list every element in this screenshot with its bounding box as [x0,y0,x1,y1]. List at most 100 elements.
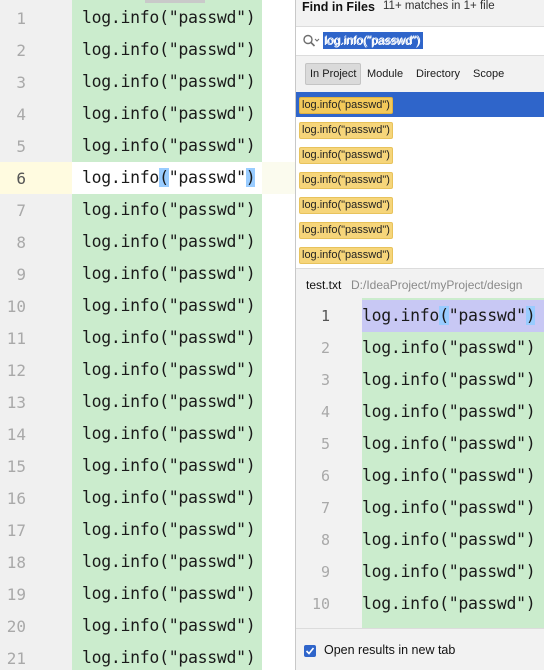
code-text[interactable]: log.info("passwd") [82,456,256,475]
result-row[interactable]: log.info("passwd") [296,217,544,242]
line-number: 3 [320,371,330,389]
find-header[interactable]: Find in Files 11+ matches in 1+ file [296,0,544,26]
result-match-text: log.info("passwd") [299,147,393,164]
code-text[interactable]: log.info("passwd") [362,530,536,549]
search-input[interactable] [323,33,541,49]
code-text[interactable]: log.info("passwd") [82,232,256,251]
code-text[interactable]: log.info("passwd") [82,328,256,347]
open-in-new-tab-checkbox[interactable] [304,645,316,657]
result-match-text: log.info("passwd") [299,122,393,139]
line-number: 5 [16,137,26,156]
preview-line[interactable]: 3 log.info("passwd") [296,364,544,396]
code-text[interactable]: log.info("passwd") [82,104,256,123]
code-text[interactable]: log.info("passwd") [82,136,256,155]
open-in-new-tab-label[interactable]: Open results in new tab [324,643,456,657]
code-text[interactable]: log.info("passwd") [82,584,256,603]
code-text[interactable]: log.info("passwd") [82,488,256,507]
line-number: 16 [6,489,26,508]
code-text[interactable]: log.info("passwd") [82,648,256,667]
code-text[interactable]: log.info("passwd") [362,306,536,325]
code-text[interactable]: log.info("passwd") [82,360,256,379]
line-number: 5 [320,435,330,453]
code-text[interactable]: log.info("passwd") [362,402,536,421]
code-text[interactable]: log.info("passwd") [82,8,256,27]
line-number: 9 [16,265,26,284]
preview-line[interactable]: 2 log.info("passwd") [296,332,544,364]
code-text[interactable]: log.info("passwd") [362,498,536,517]
result-row[interactable]: log.info("passwd") [296,142,544,167]
result-row[interactable]: log.info("passwd") [296,242,544,267]
result-row[interactable]: log.info("passwd") [296,92,544,117]
code-text[interactable]: log.info("passwd") [82,296,256,315]
code-text[interactable]: log.info("passwd") [82,168,256,187]
line-number: 15 [6,457,26,476]
code-text[interactable]: log.info("passwd") [362,626,536,628]
scope-tab[interactable]: Directory [416,68,461,80]
code-text[interactable]: log.info("passwd") [82,200,256,219]
code-text[interactable]: log.info("passwd") [82,72,256,91]
code-text[interactable]: log.info("passwd") [82,392,256,411]
preview-line[interactable]: 4 log.info("passwd") [296,396,544,428]
code-text[interactable]: log.info("passwd") [82,520,256,539]
code-text[interactable]: log.info("passwd") [82,616,256,635]
preview-line[interactable]: 5 log.info("passwd") [296,428,544,460]
preview-code-highlight [362,298,544,628]
result-row[interactable]: log.info("passwd") [296,192,544,217]
editor-line[interactable]: 4 log.info("passwd") [0,98,295,130]
line-number: 17 [6,521,26,540]
editor-line[interactable]: 5 log.info("passwd") [0,130,295,162]
code-text[interactable]: log.info("passwd") [362,338,536,357]
code-text[interactable]: log.info("passwd") [362,370,536,389]
code-text[interactable]: log.info("passwd") [362,594,536,613]
code-text[interactable]: log.info("passwd") [82,424,256,443]
result-match-text: log.info("passwd") [299,97,393,114]
editor-line[interactable]: 9 log.info("passwd") [0,258,295,290]
find-in-files-popup: Find in Files 11+ matches in 1+ file log… [295,0,544,670]
scope-tab[interactable]: Scope [473,68,505,80]
editor-line[interactable]: 15 log.info("passwd") [0,450,295,482]
search-row: log.info("passwd") [296,26,544,56]
line-number: 6 [320,467,330,485]
scope-tab[interactable]: Module [367,68,404,80]
editor-scroll-thumb[interactable] [145,0,205,3]
preview-line[interactable]: 6 log.info("passwd") [296,460,544,492]
editor-line[interactable]: 16 log.info("passwd") [0,482,295,514]
line-number: 4 [320,403,330,421]
result-row[interactable]: log.info("passwd") [296,117,544,142]
code-text[interactable]: log.info("passwd") [362,466,536,485]
code-text[interactable]: log.info("passwd") [362,434,536,453]
code-text[interactable]: log.info("passwd") [82,264,256,283]
line-number: 4 [16,105,26,124]
result-row[interactable]: log.info("passwd") [296,167,544,192]
code-text[interactable]: log.info("passwd") [362,562,536,581]
code-text[interactable]: log.info("passwd") [82,552,256,571]
scope-tab[interactable]: In Project [305,63,362,85]
line-number: 2 [320,339,330,357]
editor-line[interactable]: 17 log.info("passwd") [0,514,295,546]
code-text[interactable]: log.info("passwd") [82,40,256,59]
search-icon[interactable] [302,34,320,48]
